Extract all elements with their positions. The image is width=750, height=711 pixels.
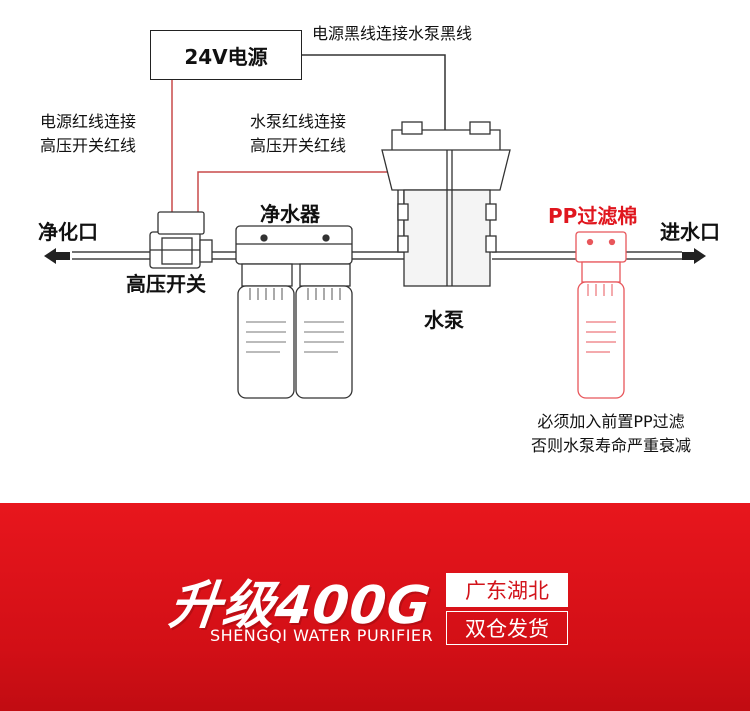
black-wire-note: 电源黑线连接水泵黑线	[312, 24, 473, 43]
power-supply-label: 24V电源	[184, 44, 268, 69]
pp-warning-line2: 否则水泵寿命严重衰减	[530, 436, 691, 455]
purifier-unit	[235, 225, 353, 399]
outlet-arrow-icon	[44, 248, 70, 264]
promo-banner	[0, 503, 750, 711]
pp-warning: 必须加入前置PP过滤 否则水泵寿命严重衰减	[506, 410, 716, 458]
pump-red-wire	[197, 171, 408, 212]
purifier-label: 净水器	[260, 202, 320, 226]
pump-label: 水泵	[424, 308, 464, 332]
high-pressure-switch	[149, 211, 213, 269]
psu-red-wire-note-line2: 高压开关红线	[40, 136, 137, 155]
pump-red-wire-note-line2: 高压开关红线	[250, 136, 347, 155]
inlet-arrow-icon	[682, 248, 706, 264]
inlet-label: 进水口	[660, 220, 720, 244]
banner-tag-shipping: 双仓发货	[446, 611, 568, 645]
banner-tag-warehouse: 广东湖北	[446, 573, 568, 607]
power-supply-box: 24V电源	[150, 30, 302, 80]
banner-subtitle: SHENGQI WATER PURIFIER	[210, 626, 434, 645]
psu-red-wire-note-line1: 电源红线连接	[40, 112, 137, 131]
pp-filter-label: PP过滤棉	[548, 204, 638, 228]
psu-red-wire-note: 电源红线连接 高压开关红线	[40, 110, 136, 158]
pp-filter	[575, 231, 627, 399]
water-pump	[381, 121, 511, 287]
pp-warning-line1: 必须加入前置PP过滤	[537, 412, 685, 431]
pump-red-wire-note: 水泵红线连接 高压开关红线	[250, 110, 346, 158]
outlet-label: 净化口	[38, 220, 98, 244]
pump-red-wire-note-line1: 水泵红线连接	[250, 112, 347, 131]
black-wire	[302, 54, 446, 130]
switch-label: 高压开关	[126, 272, 206, 296]
wiring-diagram	[44, 54, 706, 399]
